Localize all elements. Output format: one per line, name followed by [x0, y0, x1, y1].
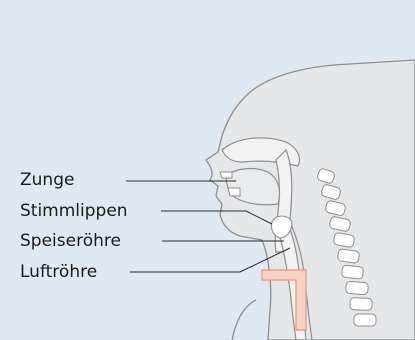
- label-vocal-cords: Stimmlippen: [20, 201, 128, 221]
- label-tongue: Zunge: [20, 170, 74, 190]
- label-trachea: Luftröhre: [20, 262, 97, 282]
- head-silhouette: [206, 60, 415, 340]
- lower-teeth: [228, 188, 240, 196]
- label-esophagus: Speiseröhre: [20, 231, 121, 251]
- upper-teeth: [220, 172, 232, 178]
- shoulder-outline: [232, 300, 256, 340]
